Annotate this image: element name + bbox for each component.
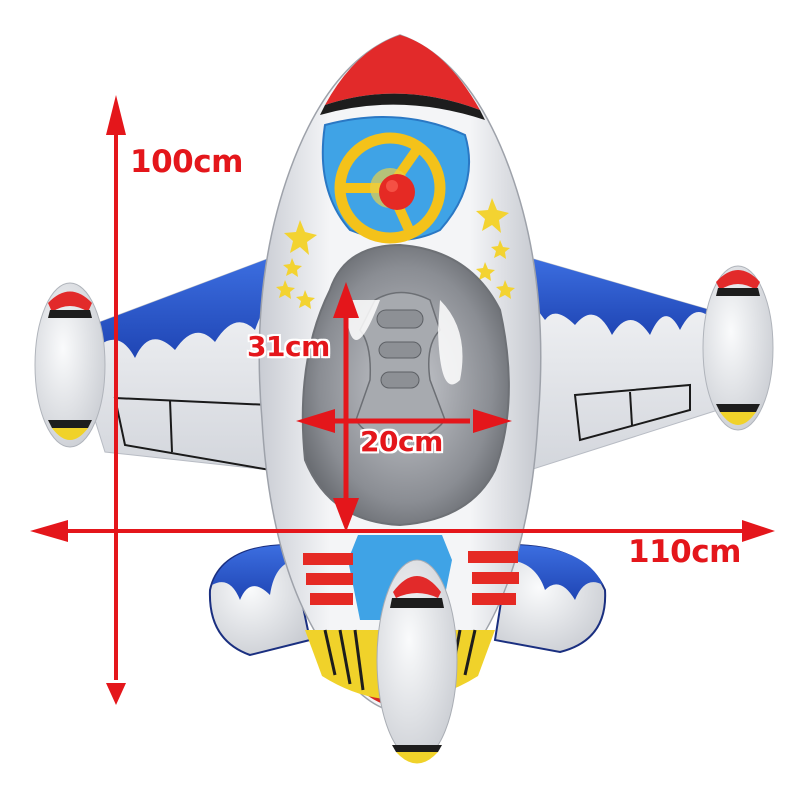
right-engine-pod (702, 265, 774, 431)
seat-opening (301, 243, 510, 527)
overall-height-label: 100cm (130, 144, 243, 180)
overall-width-label: 110cm (628, 534, 741, 570)
star-decorations (276, 198, 515, 309)
side-stripes (303, 551, 519, 605)
right-wing (529, 257, 719, 471)
lower-left-fin (208, 543, 312, 657)
lower-right-fin (493, 543, 607, 654)
left-wing (94, 257, 271, 472)
front-engine-pod (376, 559, 458, 764)
steering-wheel-icon[interactable] (334, 132, 446, 244)
left-engine-pod (34, 282, 106, 448)
seat-height-label: 31cm (247, 330, 330, 363)
seat-width-label: 20cm (360, 425, 443, 458)
dimension-arrows (30, 95, 775, 705)
